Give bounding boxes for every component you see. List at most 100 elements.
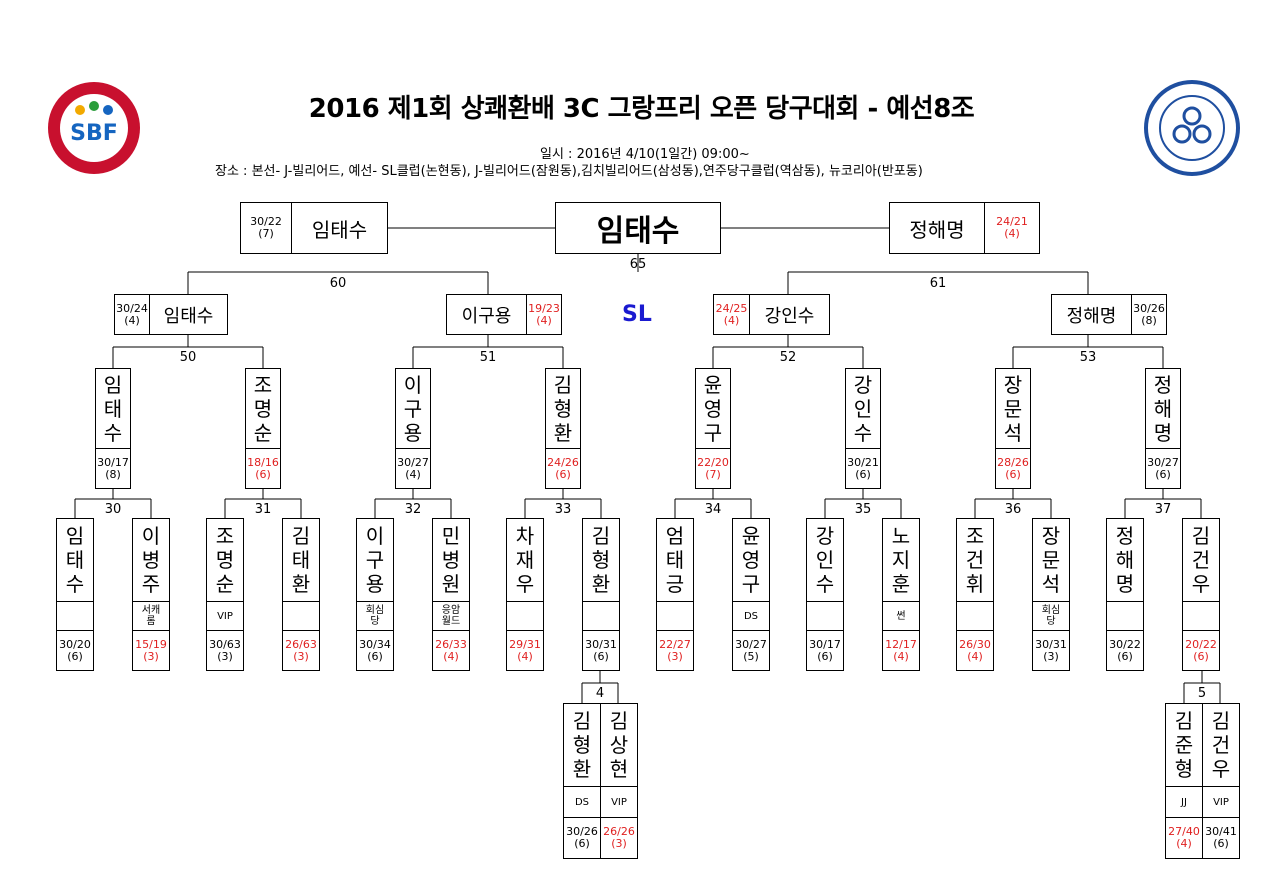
round1-score: 29/31(4)	[506, 630, 544, 671]
round2-match-no: 37	[1154, 502, 1172, 517]
round2-score: 30/17(8)	[95, 448, 131, 489]
round2-score: 30/21(6)	[845, 448, 881, 489]
round2-score: 18/16(6)	[245, 448, 281, 489]
prelim-club: VIP	[1202, 786, 1240, 818]
svg-text:SBF: SBF	[70, 121, 118, 146]
round1-club: VIP	[206, 601, 244, 631]
round1-club	[582, 601, 620, 631]
round1-score: 30/17(6)	[806, 630, 844, 671]
round2-score: 28/26(6)	[995, 448, 1031, 489]
round1-score: 26/30(4)	[956, 630, 994, 671]
seoul-sports-council-logo	[1144, 80, 1240, 176]
prelim-score: 26/26(3)	[600, 817, 638, 859]
prelim-club: JJ	[1165, 786, 1203, 818]
quarter-score: 19/23(4)	[526, 294, 562, 335]
semi-right-no: 61	[929, 276, 947, 291]
round1-club	[806, 601, 844, 631]
prelim-club: VIP	[600, 786, 638, 818]
final-right-name: 정해명	[889, 202, 985, 254]
round2-match-no: 32	[404, 502, 422, 517]
quarter-name: 이구용	[446, 294, 527, 335]
round1-club: DS	[732, 601, 770, 631]
round1-club	[282, 601, 320, 631]
round2-match-no: 34	[704, 502, 722, 517]
round1-score: 30/27(5)	[732, 630, 770, 671]
quarter-match-no: 50	[179, 350, 197, 365]
round2-score: 24/26(6)	[545, 448, 581, 489]
prelim-score: 30/41(6)	[1202, 817, 1240, 859]
round2-match-no: 36	[1004, 502, 1022, 517]
round1-score: 15/19(3)	[132, 630, 170, 671]
round2-match-no: 31	[254, 502, 272, 517]
final-left-name: 임태수	[291, 202, 388, 254]
quarter-score: 30/26(8)	[1131, 294, 1167, 335]
round1-club	[1182, 601, 1220, 631]
quarter-score: 24/25(4)	[713, 294, 750, 335]
prelim-match-no: 5	[1197, 686, 1207, 701]
seoul-billiards-federation-logo: SBF	[46, 80, 142, 176]
round1-club	[656, 601, 694, 631]
prelim-score: 27/40(4)	[1165, 817, 1203, 859]
quarter-name: 정해명	[1051, 294, 1132, 335]
quarter-name: 임태수	[149, 294, 228, 335]
quarter-name: 강인수	[749, 294, 830, 335]
round1-score: 30/63(3)	[206, 630, 244, 671]
prelim-score: 30/26(6)	[563, 817, 601, 859]
quarter-match-no: 51	[479, 350, 497, 365]
venue-label: SL	[622, 302, 652, 327]
prelim-club: DS	[563, 786, 601, 818]
round1-score: 30/31(6)	[582, 630, 620, 671]
round1-score: 12/17(4)	[882, 630, 920, 671]
final-right-score: 24/21(4)	[984, 202, 1040, 254]
prelim-match-no: 4	[595, 686, 605, 701]
round1-club: 썬	[882, 601, 920, 631]
round1-score: 30/20(6)	[56, 630, 94, 671]
round1-score: 30/34(6)	[356, 630, 394, 671]
round2-score: 30/27(6)	[1145, 448, 1181, 489]
round2-score: 22/20(7)	[695, 448, 731, 489]
round1-score: 26/33(4)	[432, 630, 470, 671]
final-winner-name: 임태수	[555, 202, 721, 254]
round1-club	[506, 601, 544, 631]
semi-left-no: 60	[329, 276, 347, 291]
round1-score: 20/22(6)	[1182, 630, 1220, 671]
quarter-match-no: 53	[1079, 350, 1097, 365]
round2-match-no: 30	[104, 502, 122, 517]
round1-score: 22/27(3)	[656, 630, 694, 671]
final-match-no: 65	[629, 257, 647, 272]
round1-score: 26/63(3)	[282, 630, 320, 671]
page-title: 2016 제1회 상쾌환배 3C 그랑프리 오픈 당구대회 - 예선8조	[308, 94, 975, 124]
final-left-score: 30/22(7)	[240, 202, 292, 254]
place-line: 장소 : 본선- J-빌리어드, 예선- SL클럽(논현동), J-빌리어드(잠…	[215, 164, 923, 179]
round1-score: 30/31(3)	[1032, 630, 1070, 671]
round2-score: 30/27(4)	[395, 448, 431, 489]
round1-club	[56, 601, 94, 631]
